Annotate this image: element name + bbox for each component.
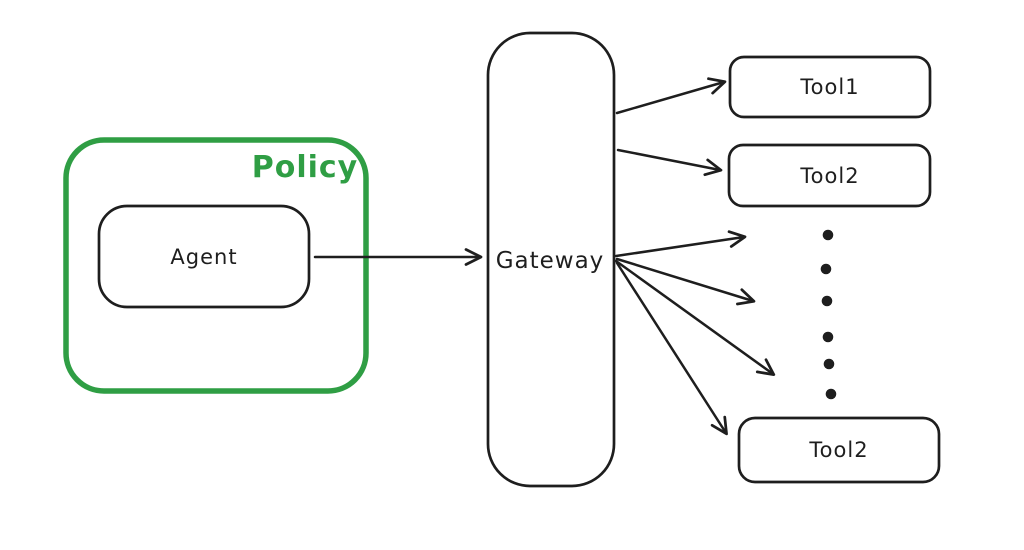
gateway-node: Gateway — [486, 31, 616, 488]
agent-label: Agent — [170, 245, 237, 269]
tool2-node: Tool2 — [727, 143, 932, 208]
gateway-label: Gateway — [496, 248, 605, 274]
ellipsis-dots — [820, 229, 837, 400]
edge-gateway-to-tool-bottom — [615, 261, 728, 436]
ellipsis-dot-icon — [820, 263, 832, 275]
edge-gateway-fan-2 — [615, 257, 756, 306]
edges — [313, 77, 776, 436]
tool1-node: Tool1 — [728, 55, 932, 119]
tool-bottom-node: Tool2 — [737, 416, 941, 484]
edge-gateway-fan-1 — [614, 230, 747, 258]
tool1-box — [728, 55, 932, 119]
ellipsis-dot-icon — [823, 358, 835, 370]
agent-box — [97, 204, 311, 309]
ellipsis-dot-icon — [825, 388, 837, 400]
edge-gateway-to-tool2 — [616, 148, 723, 177]
policy-node: Policy — [63, 137, 369, 394]
edge-gateway-fan-3 — [614, 259, 776, 376]
tool2-box — [727, 143, 932, 208]
tool-bottom-box — [737, 416, 941, 484]
ellipsis-dot-icon — [821, 295, 833, 307]
tool2-label: Tool2 — [799, 164, 859, 188]
gateway-box — [486, 31, 616, 488]
ellipsis-dot-icon — [822, 229, 834, 241]
policy-label: Policy — [252, 150, 359, 185]
agent-node: Agent — [97, 204, 311, 309]
tool1-label: Tool1 — [799, 75, 859, 99]
edge-gateway-to-tool1 — [615, 77, 727, 115]
tool-bottom-label: Tool2 — [808, 438, 868, 462]
ellipsis-dot-icon — [822, 331, 834, 343]
policy-boundary-box — [63, 137, 369, 394]
